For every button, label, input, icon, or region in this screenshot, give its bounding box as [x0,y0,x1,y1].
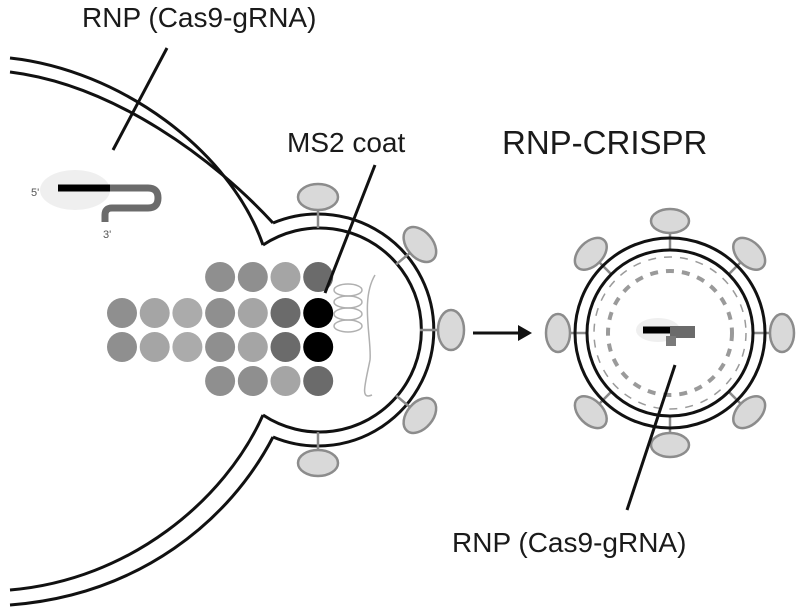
envelope-spike [573,236,613,276]
viral-protein [205,298,236,328]
ms2-coat-leader [323,164,377,294]
ms2-capsid-outer [593,256,747,410]
viral-protein [205,366,236,396]
envelope-spike [649,207,691,250]
viral-protein [303,366,334,396]
viral-protein [139,298,170,328]
cell-membrane [9,56,275,607]
rnp-crispr-particle [544,207,796,459]
viral-protein [270,332,301,362]
envelope-spike [727,236,767,276]
envelope-spike [753,312,796,354]
rnp-bottom-leader [625,364,677,511]
grna-scaffold [101,184,162,222]
particle-outer-membrane [573,236,767,430]
title-label: RNP-CRISPR [502,124,707,161]
rnp-top-leader [111,47,169,151]
viral-protein [303,262,334,292]
viral-protein [270,366,301,396]
protein-grid [107,262,334,396]
grna-tail [666,336,676,346]
rnp-top-label: RNP (Cas9-gRNA) [82,2,316,33]
viral-protein [107,298,137,328]
viral-protein [139,332,170,362]
viral-protein [107,332,137,362]
particle-spikes [544,207,796,459]
rnp-complex-free: 5' 3' [31,170,162,241]
five-prime-label: 5' [31,187,39,199]
ms2-coat-protein [303,332,334,362]
budding-spikes [296,182,466,478]
viral-protein [237,262,268,292]
ms2-coat-label: MS2 coat [287,127,405,158]
transition-arrow [473,325,532,341]
envelope-spike [727,390,767,430]
rnp-bottom-label: RNP (Cas9-gRNA) [452,527,686,558]
ms2-coat-protein [303,298,334,328]
particle-inner-membrane [585,248,755,418]
envelope-spike [395,225,438,266]
ms2-capsid-inner [606,269,734,397]
three-prime-label: 3' [103,229,111,241]
envelope-spike [573,390,613,430]
viral-protein [205,332,236,362]
ms2-rna-strand [333,274,376,397]
envelope-spike [544,312,587,354]
grna-scaffold [670,326,695,338]
viral-protein [172,298,203,328]
viral-protein [270,298,301,328]
viral-protein [172,332,203,362]
viral-protein [205,262,236,292]
envelope-spike [649,416,691,459]
envelope-spike [296,432,340,478]
viral-protein [237,366,268,396]
viral-protein [237,298,268,328]
viral-protein [237,332,268,362]
envelope-spike [395,394,438,435]
viral-protein [270,262,301,292]
envelope-spike [296,182,340,228]
envelope-spike [420,308,466,352]
